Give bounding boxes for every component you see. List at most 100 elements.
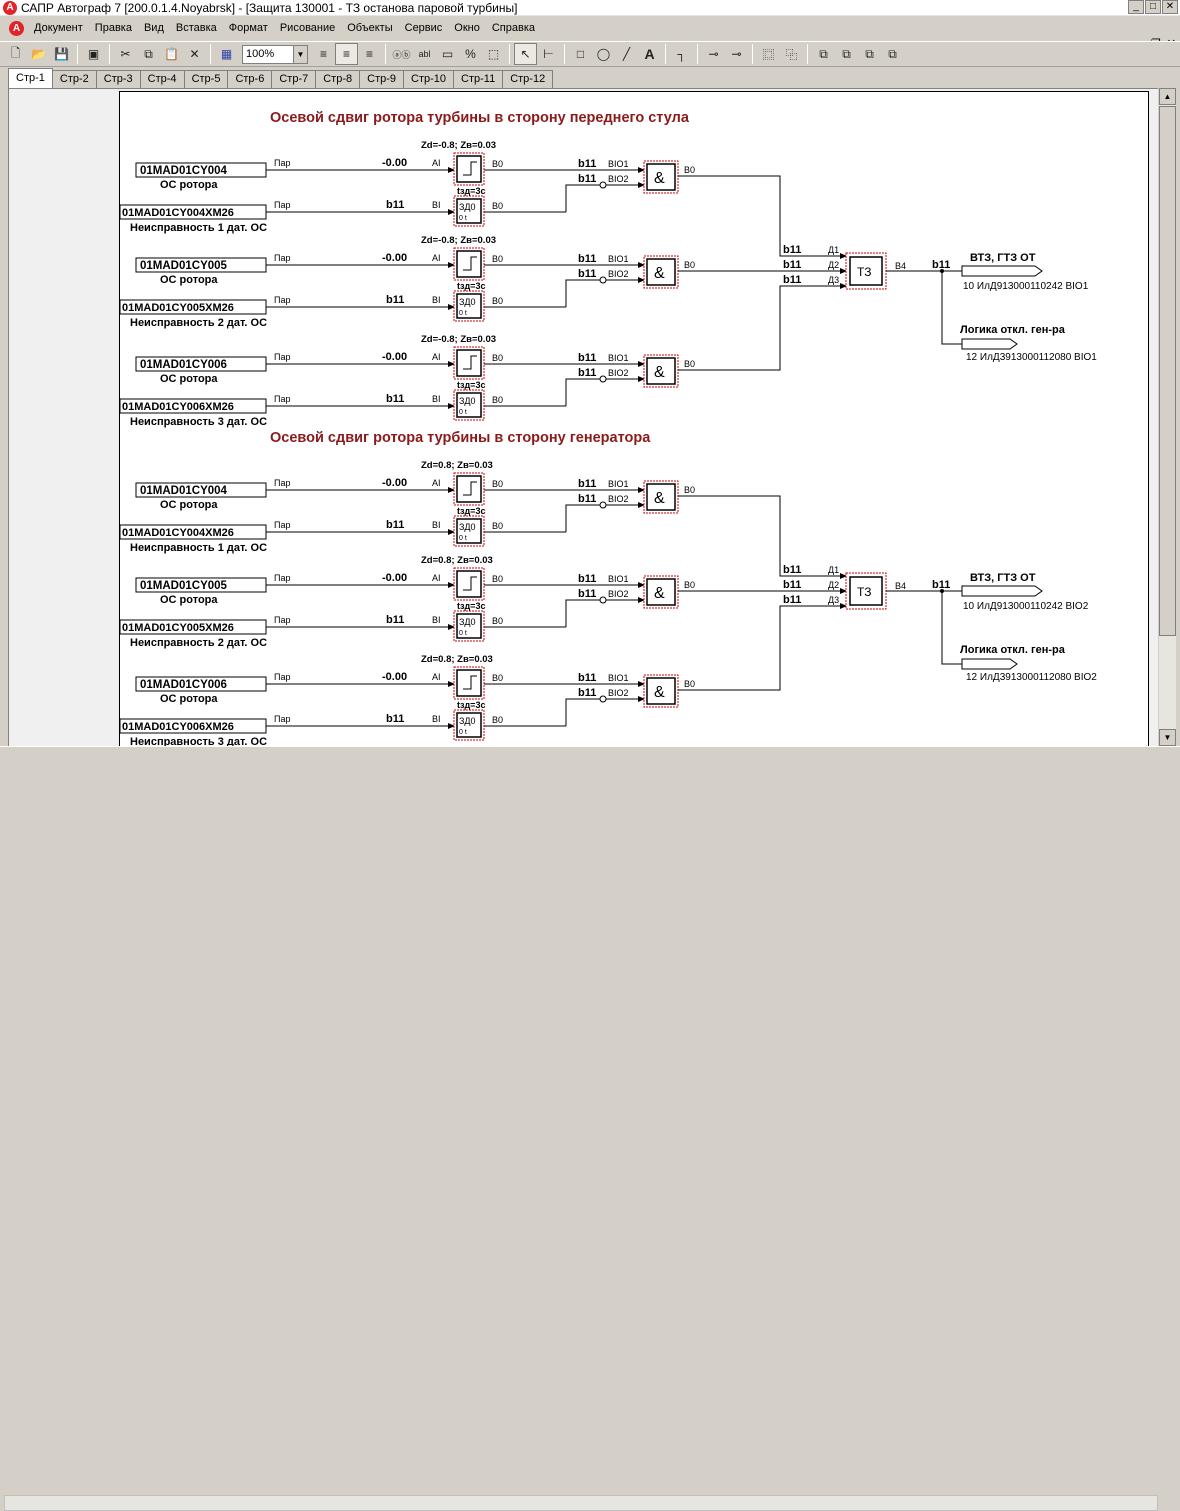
tz-label: ТЗ	[857, 265, 871, 279]
menu-item[interactable]: Правка	[94, 22, 132, 34]
export-icon[interactable]: ▣	[87, 47, 100, 61]
comparator-block	[456, 475, 482, 503]
port-label: Д2	[828, 260, 839, 270]
comparator-block	[456, 155, 482, 183]
vertical-scrollbar[interactable]: ▲ ▼	[1159, 88, 1176, 746]
tab-page[interactable]: Стр-10	[403, 70, 455, 88]
port-label: B0	[684, 580, 695, 590]
wire	[565, 279, 600, 307]
delete-icon[interactable]: ✕	[189, 47, 200, 61]
link2-icon[interactable]: ⊸	[731, 47, 742, 61]
menu-item[interactable]: Объекты	[347, 22, 393, 34]
menu-item[interactable]: Сервис	[404, 22, 443, 34]
drawing-sheet[interactable]: Осевой сдвиг ротора турбины в сторону пе…	[119, 91, 1149, 746]
maximize-icon[interactable]: □	[1145, 0, 1161, 14]
field-icon[interactable]: ▭	[441, 47, 454, 61]
move-down-icon[interactable]: ⧉	[888, 46, 897, 61]
tab-page[interactable]: Стр-11	[453, 70, 504, 88]
align-left-icon[interactable]: ≡	[319, 47, 327, 61]
align-center-icon[interactable]: ≡	[335, 43, 358, 65]
and-symbol: &	[654, 170, 665, 187]
rectangle-icon[interactable]: □	[576, 47, 585, 61]
signal-desc: ОС ротора	[160, 179, 218, 191]
grid-icon[interactable]: ▦	[220, 47, 233, 61]
logic-diagram[interactable]: Осевой сдвиг ротора турбины в сторону пе…	[119, 92, 1150, 746]
menu-item[interactable]: Рисование	[279, 22, 336, 34]
align-right-icon[interactable]: ≡	[365, 47, 373, 61]
tab-page[interactable]: Стр-7	[271, 70, 317, 88]
delay-label: tзд=3с	[457, 186, 485, 196]
signal-b11: b11	[578, 588, 596, 600]
chevron-down-icon[interactable]: ▼	[293, 45, 307, 63]
toolbar-separator	[697, 44, 698, 64]
save-icon[interactable]: 💾	[54, 47, 69, 61]
toolbar-separator	[564, 44, 565, 64]
wire	[941, 271, 962, 345]
scroll-thumb[interactable]	[1159, 106, 1176, 636]
fault-tag: 01MAD01CY006XM26	[122, 401, 234, 413]
connector-icon[interactable]: ⊢	[543, 47, 554, 61]
horizontal-scrollbar[interactable]	[4, 1495, 1158, 1511]
menu-item[interactable]: Формат	[228, 22, 268, 34]
port-label: B0	[684, 260, 695, 270]
tab-page[interactable]: Стр-12	[502, 70, 554, 88]
param-label: Пар	[274, 520, 290, 530]
toolbar-separator	[109, 44, 110, 64]
tab-page[interactable]: Стр-5	[183, 70, 229, 88]
tz-block	[849, 256, 883, 286]
paste-icon[interactable]: 📋	[164, 47, 179, 61]
menu-item[interactable]: Окно	[454, 22, 480, 34]
link-icon[interactable]: ⊸	[708, 47, 719, 61]
ellipse-icon[interactable]: ◯	[596, 47, 611, 61]
arrow-icon	[448, 304, 455, 310]
tab-page[interactable]: Стр-1	[8, 68, 53, 88]
delay-type: ЗД0	[459, 522, 476, 532]
output-connector	[961, 265, 1043, 277]
wire	[565, 698, 600, 726]
tab-page[interactable]: Стр-9	[359, 70, 405, 88]
menu-item[interactable]: Вид	[143, 22, 164, 34]
signal-b11: b11	[783, 259, 801, 271]
arrow-icon	[448, 681, 455, 687]
document-app-icon[interactable]: A	[9, 20, 24, 36]
new-file-icon[interactable]: 🗋	[10, 45, 21, 60]
cut-icon[interactable]: ✂	[120, 47, 131, 61]
scroll-up-icon[interactable]: ▲	[1159, 88, 1176, 105]
value-label: b11	[386, 199, 404, 211]
tab-page[interactable]: Стр-4	[139, 70, 185, 88]
pointer-icon[interactable]: ↖	[514, 43, 537, 65]
port-label: AI	[432, 158, 441, 168]
open-icon[interactable]: 📂	[31, 47, 46, 61]
arrow-icon	[448, 723, 455, 729]
port-label: BIO1	[608, 673, 629, 683]
port-label: B0	[684, 359, 695, 369]
move-up-icon[interactable]: ⧉	[865, 46, 874, 61]
group-icon[interactable]: ⿴	[762, 47, 775, 62]
menu-item[interactable]: Справка	[491, 22, 536, 34]
menu-item[interactable]: Вставка	[175, 22, 217, 34]
text-box-icon[interactable]: ⓐⓑ	[392, 49, 411, 60]
line-icon[interactable]: ╱	[622, 47, 631, 61]
tab-page[interactable]: Стр-6	[227, 70, 273, 88]
minimize-icon[interactable]: _	[1128, 0, 1144, 14]
frame-icon[interactable]: ⬚	[487, 47, 500, 61]
arrow-icon	[638, 597, 645, 603]
close-icon[interactable]: ✕	[1162, 0, 1178, 14]
ungroup-icon[interactable]: ⿻	[785, 47, 798, 62]
tab-page[interactable]: Стр-3	[95, 70, 141, 88]
signal-b11: b11	[578, 352, 596, 364]
corner-icon[interactable]: ┐	[677, 47, 686, 61]
tab-page[interactable]: Стр-8	[315, 70, 361, 88]
canvas-area[interactable]: Осевой сдвиг ротора турбины в сторону пе…	[8, 88, 1158, 746]
copy-icon[interactable]: ⧉	[144, 46, 153, 61]
and-symbol: &	[654, 585, 665, 602]
label-icon[interactable]: abl	[418, 49, 431, 59]
bring-front-icon[interactable]: ⧉	[819, 46, 828, 61]
scroll-down-icon[interactable]: ▼	[1159, 729, 1176, 746]
zoom-select[interactable]: 100% ▼	[242, 44, 308, 64]
menu-item[interactable]: Документ	[34, 22, 83, 34]
tab-page[interactable]: Стр-2	[51, 70, 97, 88]
send-back-icon[interactable]: ⧉	[842, 46, 851, 61]
percent-icon[interactable]: %	[465, 47, 476, 61]
text-tool-icon[interactable]: A	[644, 46, 655, 62]
